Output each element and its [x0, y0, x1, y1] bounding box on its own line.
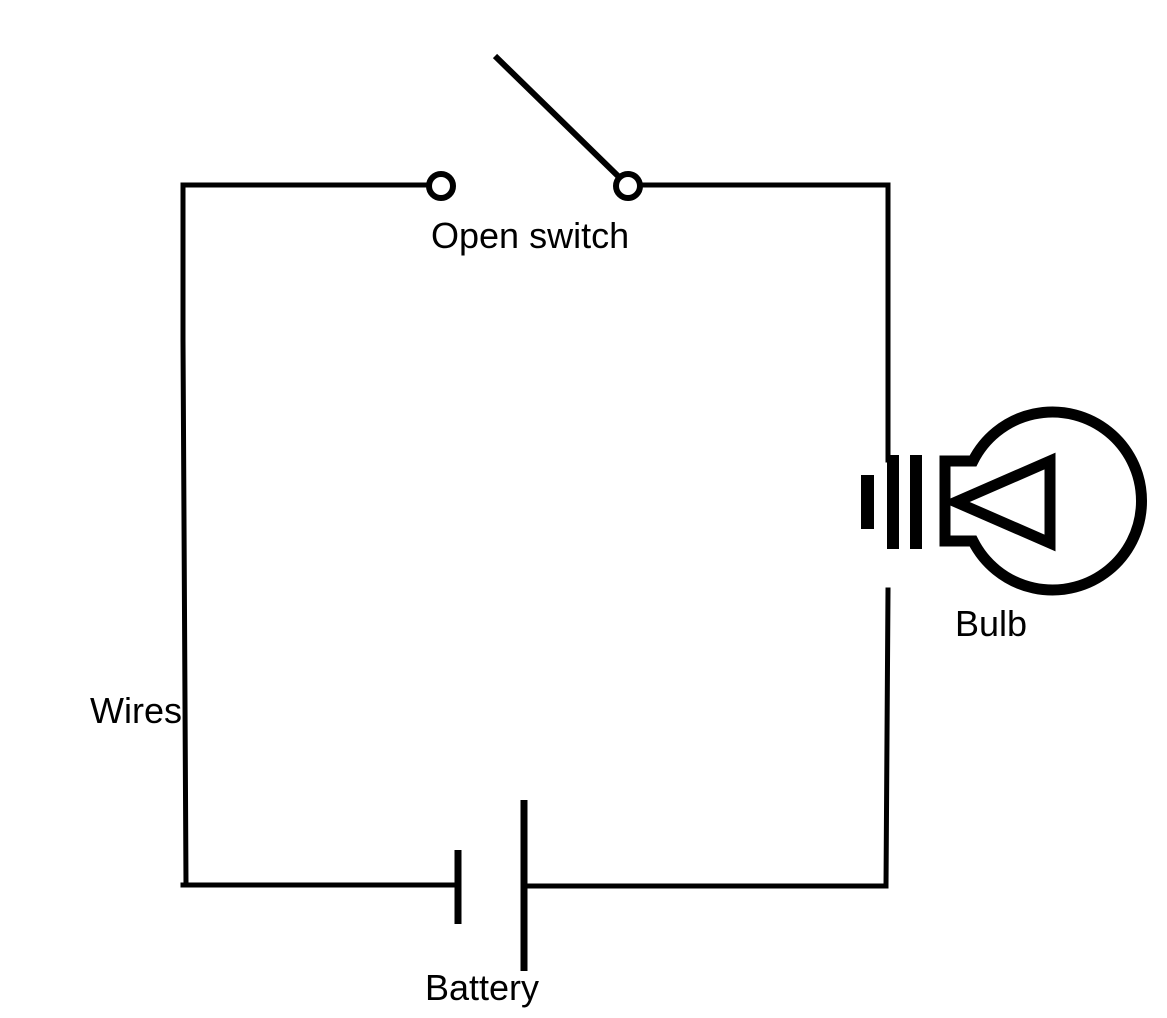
switch-lever: [492, 53, 622, 180]
bulb-glass: [939, 406, 1147, 596]
bulb-base-band-1: [887, 455, 899, 549]
switch-label: Open switch: [431, 215, 629, 256]
switch-right-terminal: [613, 171, 643, 201]
bulb-label: Bulb: [955, 603, 1027, 644]
battery-symbol: [454, 800, 528, 971]
wire-right-lower: [883, 587, 891, 889]
circuit-wires: [180, 182, 891, 889]
open-switch: [426, 53, 643, 201]
bulb-filament: [942, 452, 1056, 552]
wires-label: Wires: [90, 690, 182, 731]
bulb-symbol: [861, 406, 1147, 596]
bulb-base-contact: [861, 475, 874, 529]
battery-label: Battery: [425, 967, 539, 1008]
switch-left-terminal: [426, 171, 456, 201]
bulb-base-band-2: [910, 455, 922, 549]
wire-left: [180, 182, 189, 888]
